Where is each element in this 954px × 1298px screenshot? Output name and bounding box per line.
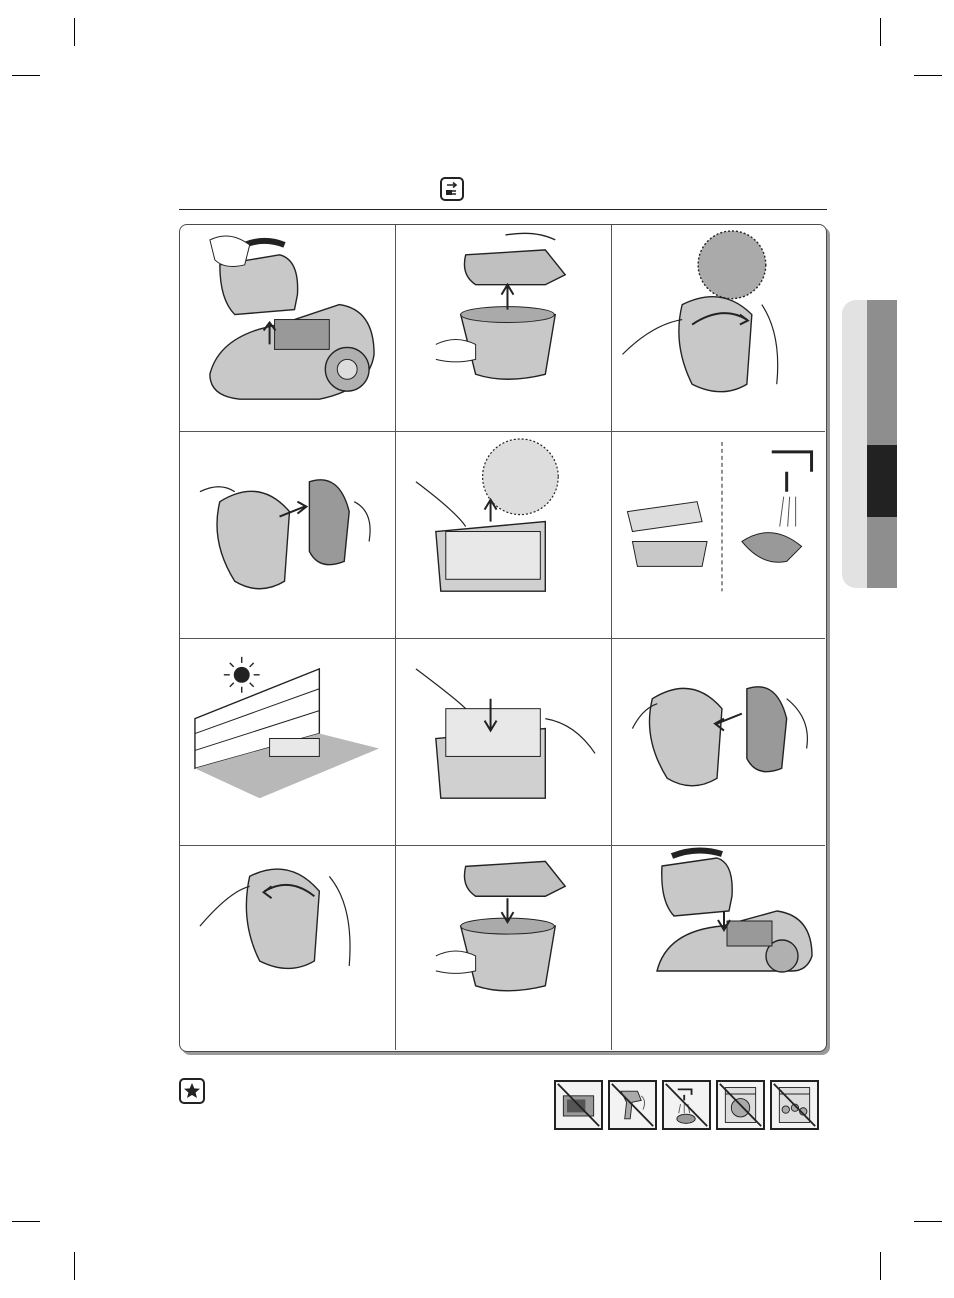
step-12-illustration xyxy=(612,846,825,1050)
remove-filter-cover-icon xyxy=(180,432,395,638)
no-microwave-icon xyxy=(554,1080,603,1130)
header-rule xyxy=(179,209,827,210)
step-4-illustration xyxy=(180,432,396,639)
step-11-illustration xyxy=(396,846,612,1050)
step-7-illustration xyxy=(180,639,396,846)
crop-mark xyxy=(74,18,75,46)
open-dust-bin-cover-icon xyxy=(396,225,611,431)
instruction-panel xyxy=(179,224,827,1052)
step-2-illustration xyxy=(396,225,612,432)
step-6-illustration xyxy=(612,432,825,639)
crop-mark xyxy=(880,1252,881,1280)
reattach-filter-cover-icon xyxy=(612,639,825,845)
lock-filter-cover-icon xyxy=(180,846,395,1050)
crop-mark xyxy=(12,75,40,76)
unlock-filter-cover-icon xyxy=(612,225,825,431)
prohibited-methods-row xyxy=(554,1080,819,1130)
star-note-icon xyxy=(179,1078,205,1104)
step-1-illustration xyxy=(180,225,396,432)
chapter-tab xyxy=(842,300,897,588)
step-3-illustration xyxy=(612,225,825,432)
insert-sponge-filter-icon xyxy=(396,639,611,845)
dry-filter-in-shade-icon xyxy=(180,639,395,845)
pull-out-sponge-filter-icon xyxy=(396,432,611,638)
no-dishwasher-icon xyxy=(770,1080,819,1130)
empty-and-wash-filter-icon xyxy=(612,432,825,638)
crop-mark xyxy=(74,1252,75,1280)
step-8-illustration xyxy=(396,639,612,846)
unplug-icon xyxy=(440,177,464,201)
no-hair-dryer-icon xyxy=(608,1080,657,1130)
step-10-illustration xyxy=(180,846,396,1050)
no-washing-icon xyxy=(662,1080,711,1130)
crop-mark xyxy=(880,18,881,46)
reinsert-dust-bin-icon xyxy=(612,846,825,1050)
no-washing-machine-icon xyxy=(716,1080,765,1130)
step-9-illustration xyxy=(612,639,825,846)
close-dust-bin-cover-icon xyxy=(396,846,611,1050)
crop-mark xyxy=(12,1221,40,1222)
step-5-illustration xyxy=(396,432,612,639)
lift-dust-bin-icon xyxy=(180,225,395,431)
crop-mark xyxy=(914,1221,942,1222)
crop-mark xyxy=(914,75,942,76)
